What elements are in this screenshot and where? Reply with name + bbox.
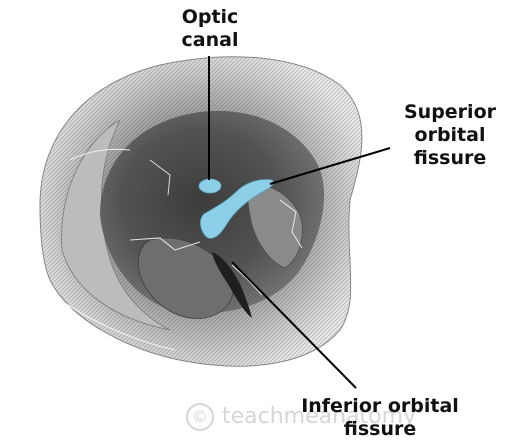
superior-orbital-fissure-label: Superior orbital fissure xyxy=(385,101,515,170)
optic-canal-highlight xyxy=(198,178,222,194)
inferior-orbital-fissure-label-line: Inferior orbital xyxy=(301,395,459,417)
inferior-orbital-fissure-leader xyxy=(231,261,357,389)
superior-orbital-fissure-leader xyxy=(269,147,391,185)
inferior-orbital-fissure-label-line: fissure xyxy=(343,418,417,440)
orbital-floor xyxy=(138,237,234,319)
lateral-wall xyxy=(61,118,171,331)
watermark: © teachmeanatomy xyxy=(186,403,416,431)
watermark-text: teachmeanatomy xyxy=(222,404,417,429)
superior-orbital-fissure-label-line: orbital xyxy=(414,124,486,146)
inferior-orbital-fissure-label: Inferior orbital fissure xyxy=(270,395,490,441)
superior-orbital-fissure-highlight xyxy=(200,179,274,239)
superior-orbital-fissure-label-line: Superior xyxy=(403,101,496,123)
optic-canal-label-line: Optic xyxy=(181,6,239,28)
copyright-icon: © xyxy=(186,403,214,431)
optic-canal-label: Optic canal xyxy=(160,6,260,52)
optic-canal-label-line: canal xyxy=(181,29,239,51)
superior-orbital-fissure-label-line: fissure xyxy=(413,147,487,169)
